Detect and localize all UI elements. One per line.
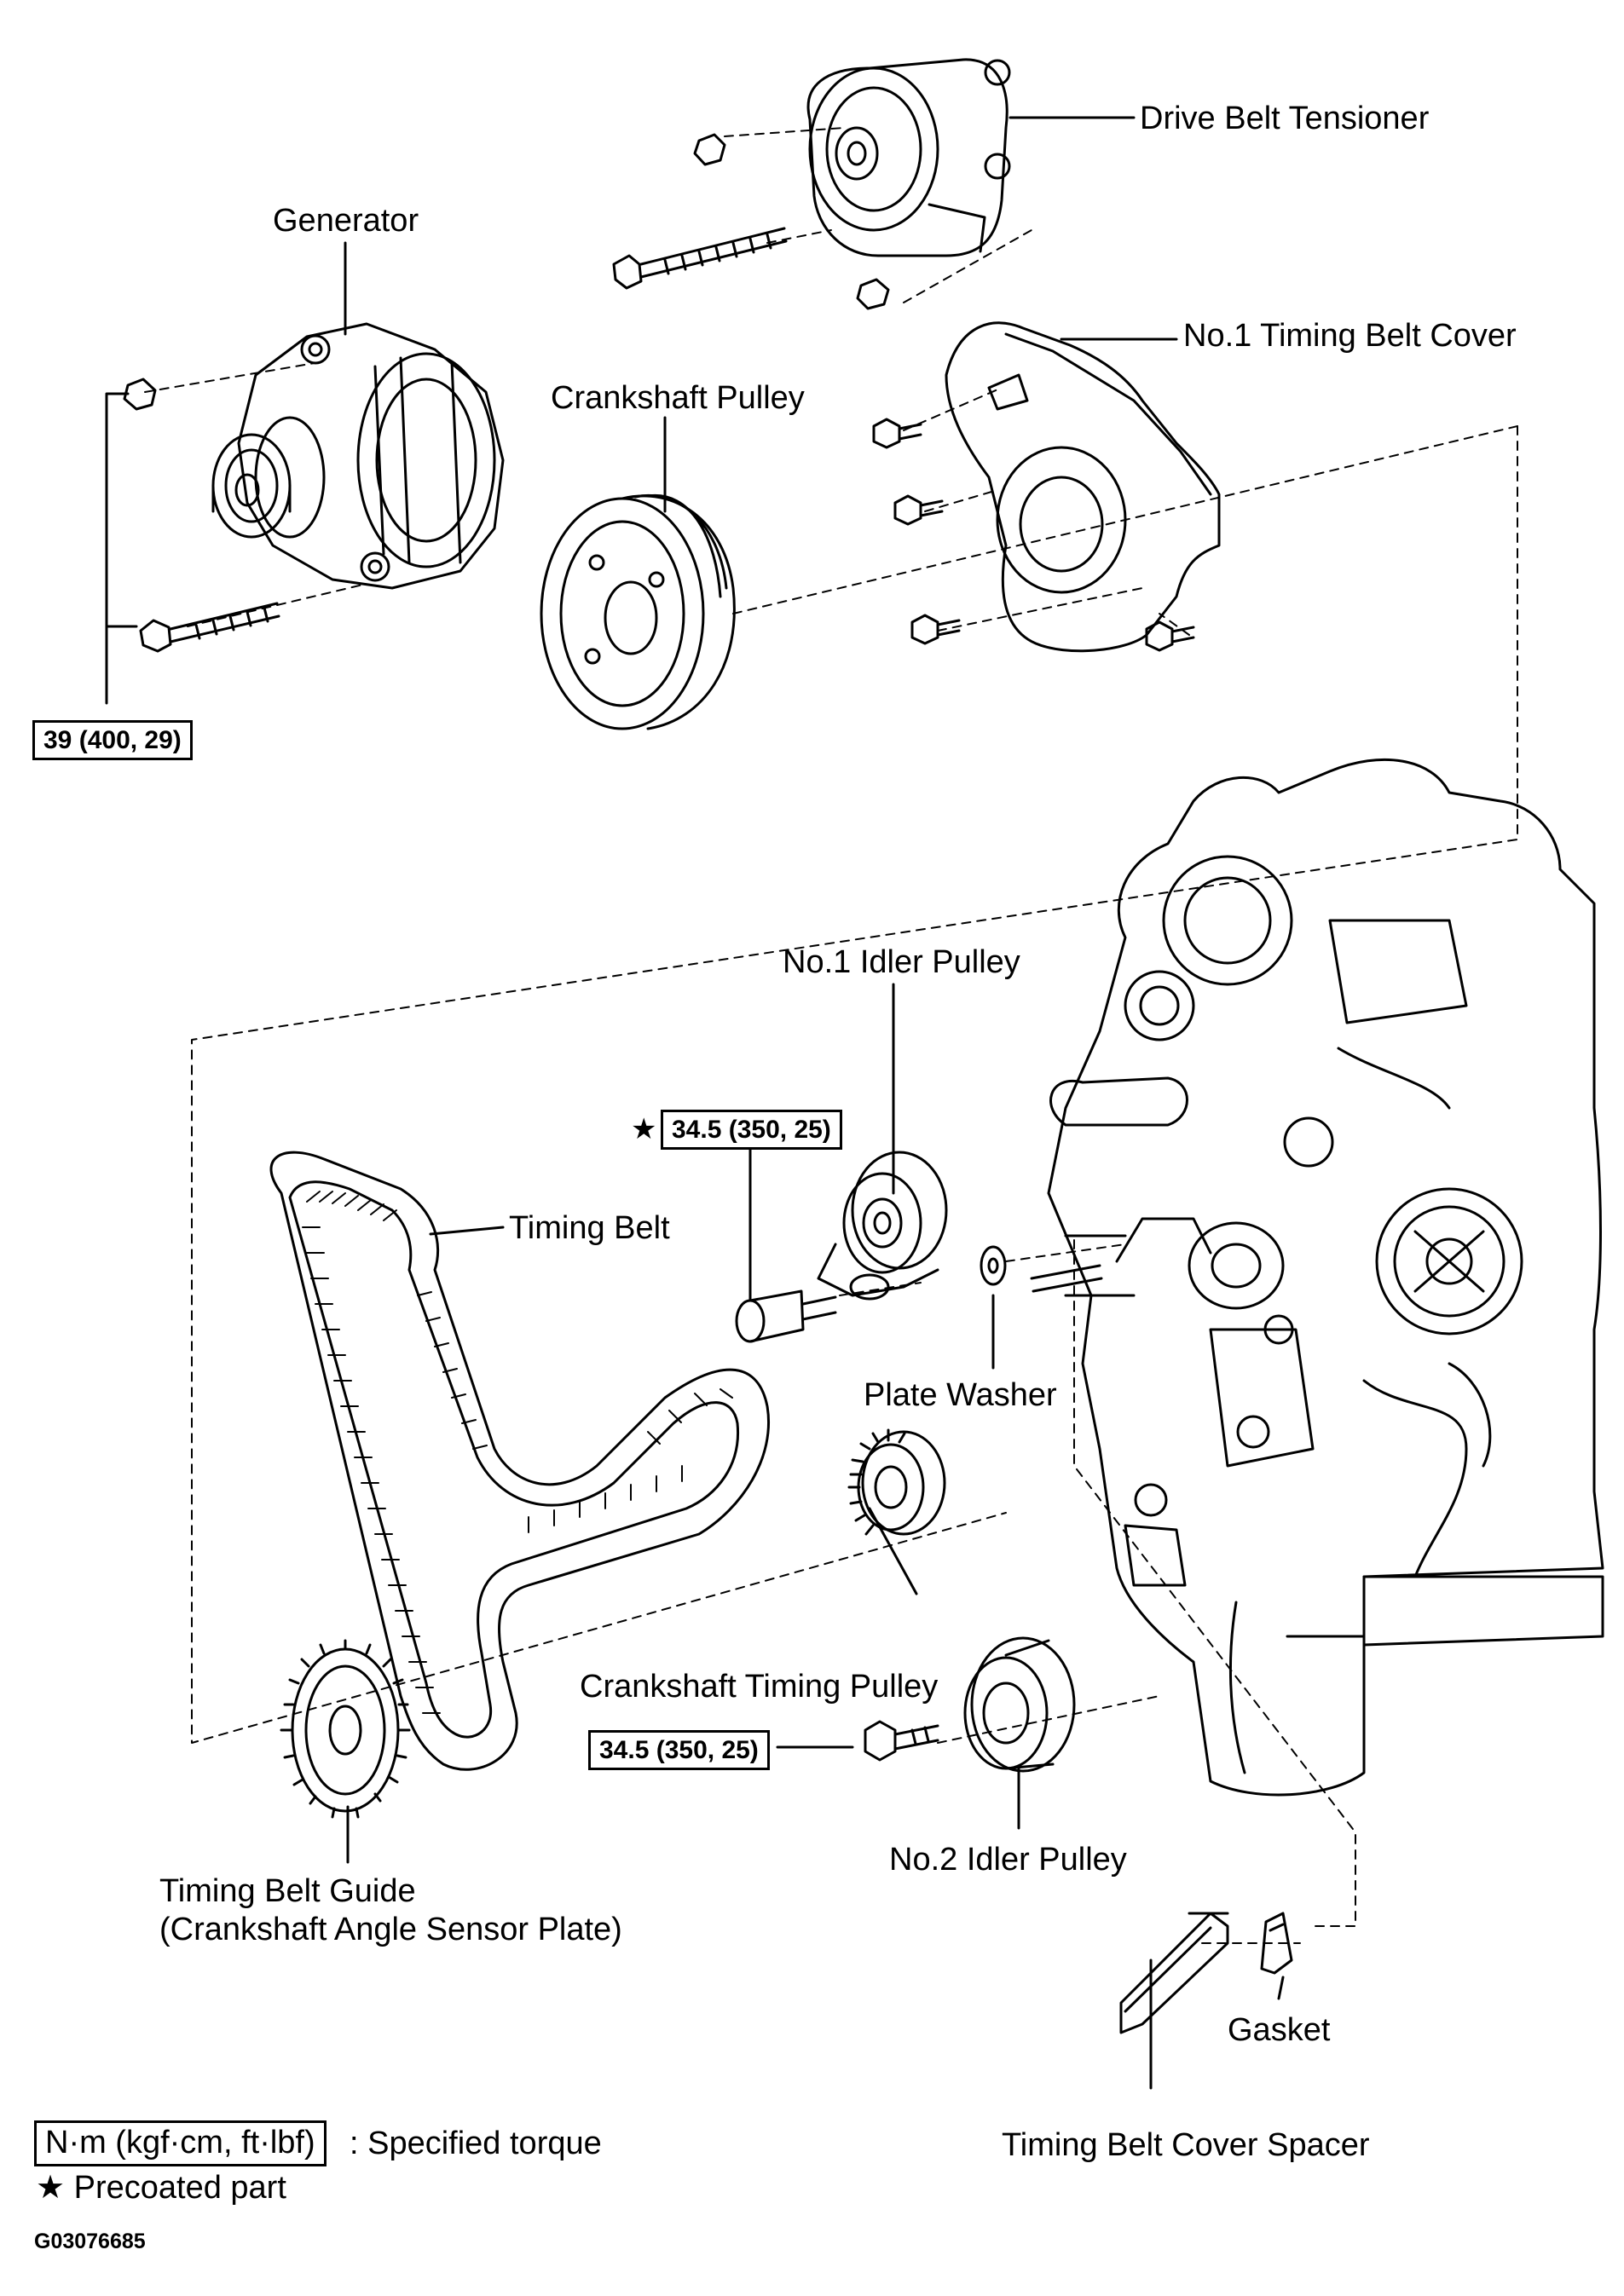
torque-unit-legend-desc: : Specified torque xyxy=(350,2126,602,2161)
timing-belt-cover-spacer-label: Timing Belt Cover Spacer xyxy=(1002,2127,1370,2163)
timing-belt-cover-spacer-drawing xyxy=(1119,1912,1293,2034)
no1-idler-torque-box: 34.5 (350, 25) xyxy=(661,1110,842,1150)
no2-idler-pulley-drawing xyxy=(864,1636,1076,1773)
no1-idler-pulley-drawing xyxy=(735,1151,1103,1343)
drive-belt-tensioner-drawing xyxy=(612,58,1011,310)
crankshaft-timing-pulley-drawing xyxy=(847,1428,946,1536)
crankshaft-timing-pulley-label: Crankshaft Timing Pulley xyxy=(580,1669,939,1705)
timing-belt-guide-drawing xyxy=(280,1639,411,1819)
no2-idler-pulley-label: No.2 Idler Pulley xyxy=(889,1842,1127,1878)
torque-unit-legend-box: N·m (kgf·cm, ft·lbf) xyxy=(34,2120,327,2166)
no1-timing-belt-cover-drawing xyxy=(872,321,1221,653)
crankshaft-pulley-label: Crankshaft Pulley xyxy=(551,380,805,416)
timing-belt-guide-label: Timing Belt Guide xyxy=(159,1873,416,1909)
precoated-star-icon: ★ xyxy=(631,1113,657,1145)
gasket-label: Gasket xyxy=(1228,2012,1331,2048)
generator-label: Generator xyxy=(273,203,419,239)
drive-belt-tensioner-label: Drive Belt Tensioner xyxy=(1140,101,1430,136)
no1-idler-pulley-label: No.1 Idler Pulley xyxy=(783,944,1020,980)
leader-lines xyxy=(105,116,1285,2090)
generator-torque-box: 39 (400, 29) xyxy=(32,720,193,760)
timing-belt-label: Timing Belt xyxy=(509,1210,670,1246)
no2-idler-torque-box: 34.5 (350, 25) xyxy=(588,1730,770,1770)
plate-washer-label: Plate Washer xyxy=(864,1377,1057,1413)
timing-belt-guide-sublabel: (Crankshaft Angle Sensor Plate) xyxy=(159,1912,622,1947)
crankshaft-pulley-drawing xyxy=(540,493,736,730)
precoated-legend: ★ Precoated part xyxy=(36,2170,286,2206)
figure-code: G03076685 xyxy=(34,2230,146,2253)
timing-belt-drawing xyxy=(269,1151,770,1771)
generator-drawing xyxy=(123,322,505,653)
no1-timing-belt-cover-label: No.1 Timing Belt Cover xyxy=(1183,318,1517,354)
engine-block-drawing xyxy=(1047,758,1604,1797)
